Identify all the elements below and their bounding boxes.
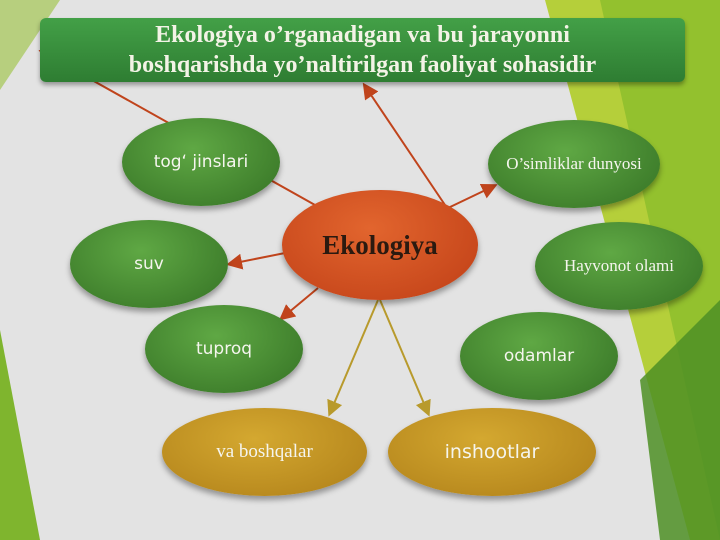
node-osimliklar: O’simliklar dunyosi bbox=[488, 120, 660, 208]
arrow-to-va-boshqalar bbox=[327, 299, 379, 417]
arrow-to-inshootlar bbox=[379, 299, 431, 417]
node-tuproq: tuproq bbox=[145, 305, 303, 393]
arrow-to-tuproq bbox=[278, 287, 319, 321]
node-va-boshqalar: va boshqalar bbox=[162, 408, 367, 496]
arrow-to-title-right bbox=[362, 82, 446, 206]
node-tuproq-label: tuproq bbox=[195, 339, 253, 359]
node-suv: suv bbox=[70, 220, 228, 308]
node-va-boshqalar-label: va boshqalar bbox=[216, 441, 313, 462]
node-tog-jinslari: tog‘ jinslari bbox=[122, 118, 280, 206]
title-line-1: Ekologiya o’rganadigan va bu jarayonni bbox=[155, 22, 570, 48]
node-osimliklar-label: O’simliklar dunyosi bbox=[506, 154, 642, 173]
node-center-label: Ekologiya bbox=[322, 229, 438, 260]
node-inshootlar-label: inshootlar bbox=[444, 441, 540, 463]
node-inshootlar: inshootlar bbox=[388, 408, 596, 496]
node-odamlar: odamlar bbox=[460, 312, 618, 400]
arrow-to-suv bbox=[226, 251, 291, 270]
node-odamlar-label: odamlar bbox=[503, 346, 575, 366]
node-suv-label: suv bbox=[134, 254, 164, 274]
title-line-2: boshqarishda yo’naltirilgan faoliyat soh… bbox=[128, 52, 597, 78]
node-hayvonot: Hayvonot olami bbox=[535, 222, 703, 310]
node-hayvonot-label: Hayvonot olami bbox=[563, 256, 674, 275]
node-center-ekologiya: Ekologiya bbox=[282, 190, 478, 300]
arrow-to-osimliklar bbox=[447, 183, 498, 209]
title-banner bbox=[40, 18, 685, 82]
node-tog-jinslari-label: tog‘ jinslari bbox=[153, 152, 249, 172]
title-text: Ekologiya o’rganadigan va bu jarayonni b… bbox=[40, 20, 685, 80]
